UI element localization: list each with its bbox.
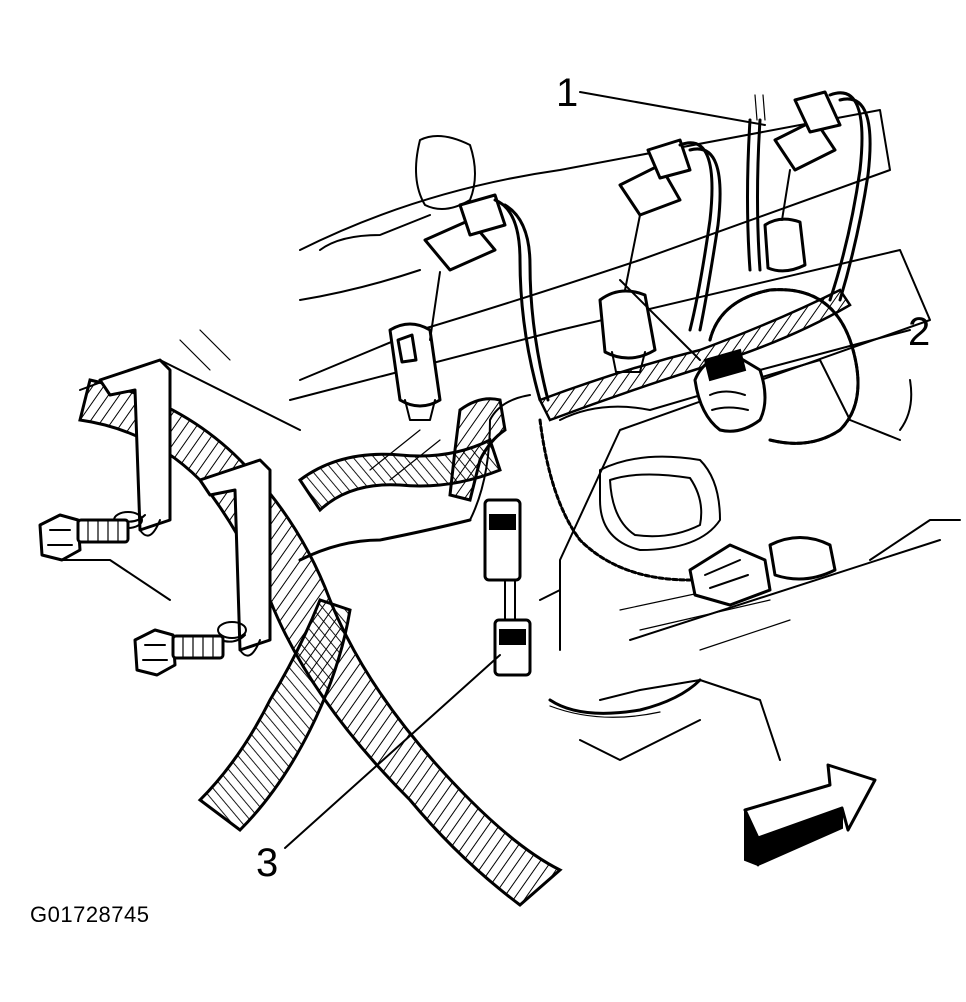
electrical-connector-icon (483, 498, 561, 677)
bolt-icon (133, 628, 225, 677)
callout-leader-lines (284, 91, 911, 849)
bolt-icon (38, 513, 130, 562)
front-direction-arrow-icon (743, 763, 877, 867)
electrical-connector-icon (688, 536, 837, 607)
injector-connectors (423, 90, 842, 341)
electrical-connector-icon (693, 348, 767, 433)
electrical-connector-icon (618, 138, 692, 291)
leader-line-2 (759, 329, 911, 371)
callout-label-2: 2 (908, 310, 930, 354)
injector-wires (493, 91, 872, 402)
leader-line-2b (619, 279, 701, 361)
electrical-connector-icon (773, 90, 842, 221)
callout-label-3: 3 (256, 841, 278, 885)
figure-id: G01728745 (30, 902, 150, 927)
fuel-injectors (388, 217, 807, 421)
electrical-connector-icon (423, 193, 507, 341)
leader-line-3 (284, 654, 501, 849)
leader-line-1 (579, 91, 766, 126)
callout-label-1: 1 (556, 71, 578, 115)
